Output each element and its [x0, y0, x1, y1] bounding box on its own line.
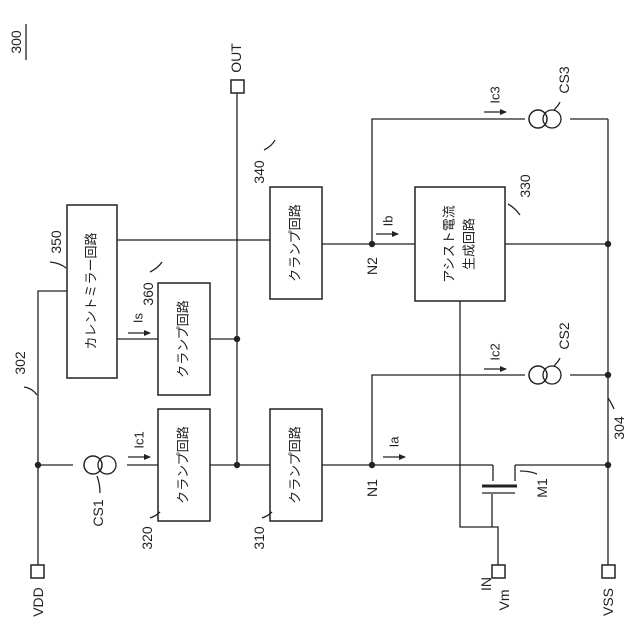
ref-320: 320: [139, 526, 155, 550]
transistor-m1-label: M1: [534, 478, 550, 498]
ref-340: 340: [251, 160, 267, 184]
cs2-label: CS2: [556, 322, 572, 349]
cs1-label: CS1: [90, 499, 106, 526]
vdd-terminal-label: VDD: [30, 587, 46, 617]
current-source-cs1: [84, 456, 116, 474]
node-n1-label: N1: [364, 479, 380, 497]
current-is-label: Is: [131, 312, 146, 323]
junctions: [35, 241, 611, 468]
clamp-320-label: クランプ回路: [176, 426, 192, 504]
current-source-cs2: [529, 366, 561, 384]
figure-number: 300: [8, 30, 24, 54]
clamp-310-label: クランプ回路: [288, 426, 304, 504]
current-mirror-label: カレントミラー回路: [84, 232, 100, 349]
current-source-cs3: [529, 110, 561, 128]
ref-360: 360: [140, 282, 156, 306]
vss-terminal-label: VSS: [600, 588, 616, 616]
ref-304: 304: [611, 416, 627, 440]
current-ic2-label: Ic2: [488, 343, 503, 360]
current-ic1-label: Ic1: [132, 431, 147, 448]
assist-current-block: [415, 187, 505, 301]
node-n2-label: N2: [364, 257, 380, 275]
wires: [38, 93, 608, 565]
current-ib-label: Ib: [381, 216, 396, 227]
ref-310: 310: [251, 526, 267, 550]
current-ia-label: Ia: [387, 436, 402, 448]
current-ic3-label: Ic3: [488, 86, 503, 103]
clamp-340-label: クランプ回路: [288, 204, 304, 282]
ref-350: 350: [48, 230, 64, 254]
ref-330: 330: [517, 174, 533, 198]
assist-label-line1: アシスト電流: [443, 205, 458, 282]
ref-302: 302: [12, 351, 28, 375]
cs3-label: CS3: [556, 66, 572, 93]
out-terminal-label: OUT: [228, 43, 244, 73]
vm-terminal-label: Vm: [496, 590, 512, 611]
assist-label-line2: 生成回路: [462, 218, 478, 270]
in-terminal-label: IN: [478, 577, 494, 591]
terminals: [31, 80, 615, 578]
clamp-360-label: クランプ回路: [176, 300, 192, 378]
